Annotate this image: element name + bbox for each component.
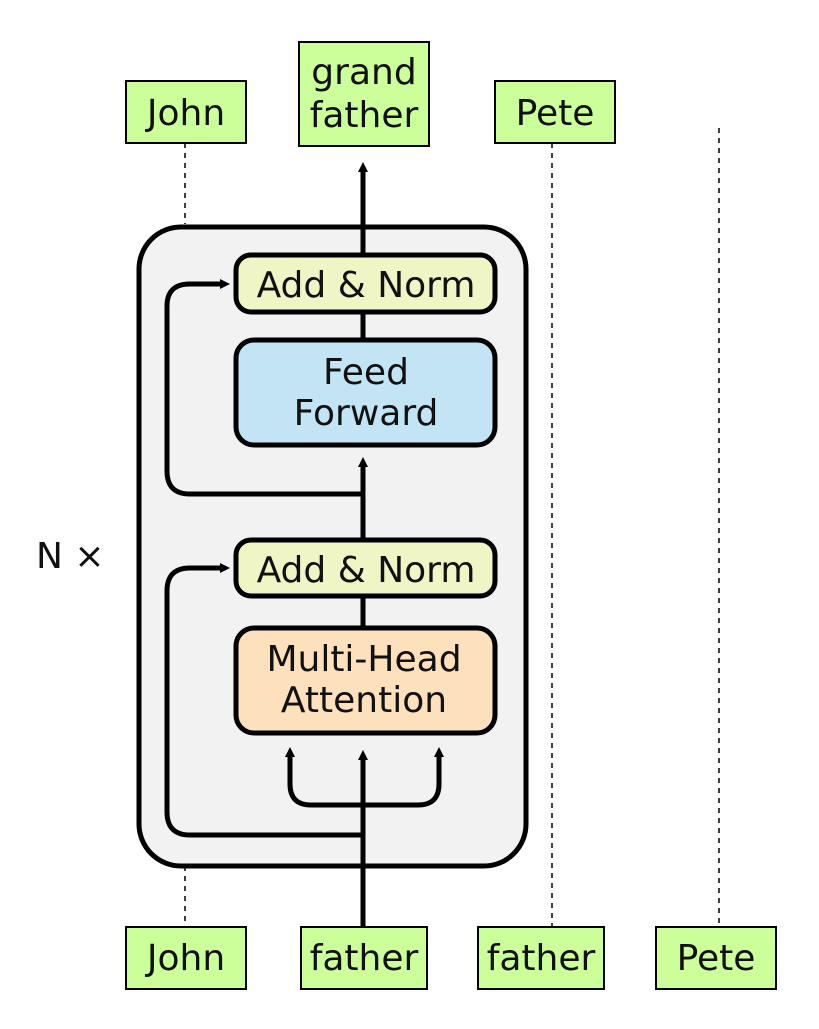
input-token-label: Pete — [677, 938, 756, 979]
dashed-connectors — [184, 128, 720, 927]
attention-right-input-arrow — [363, 747, 444, 808]
add-norm-top-label: Add & Norm — [257, 265, 476, 306]
residual-arrow-top — [164, 279, 363, 497]
add-norm-bottom-label: Add & Norm — [257, 550, 476, 591]
output-token-label: Pete — [516, 93, 595, 134]
attention-label-line-1: Multi-Head — [266, 639, 461, 680]
input-token-label: father — [487, 938, 596, 979]
input-token-label: father — [310, 938, 419, 979]
output-token-box — [494, 80, 616, 144]
output-tokens: John grand father Pete — [125, 41, 616, 147]
input-token-box — [300, 926, 428, 990]
repeat-count-label: N × — [36, 536, 105, 577]
feed-forward-label-line-2: Forward — [294, 393, 439, 434]
output-token-label-line-2: father — [310, 95, 419, 136]
input-token-box — [655, 926, 777, 990]
residual-arrow-bottom — [164, 563, 363, 838]
input-token-box — [477, 926, 605, 990]
output-token-box — [125, 80, 247, 144]
output-token-label-line-1: grand — [311, 52, 416, 93]
add-norm-bottom-box — [233, 537, 498, 599]
input-tokens: John father father Pete — [125, 926, 777, 990]
input-token-label: John — [145, 938, 225, 979]
output-token-label: John — [145, 93, 225, 134]
output-token-box — [298, 41, 430, 147]
flow-lines — [164, 162, 444, 927]
feed-forward-label-line-1: Feed — [323, 352, 409, 393]
attention-left-input-arrow — [285, 747, 363, 808]
multi-head-attention-box — [233, 625, 498, 736]
add-norm-top-box — [233, 252, 498, 315]
feed-forward-box — [233, 337, 498, 448]
attention-label-line-2: Attention — [281, 680, 447, 721]
input-token-box — [125, 926, 247, 990]
